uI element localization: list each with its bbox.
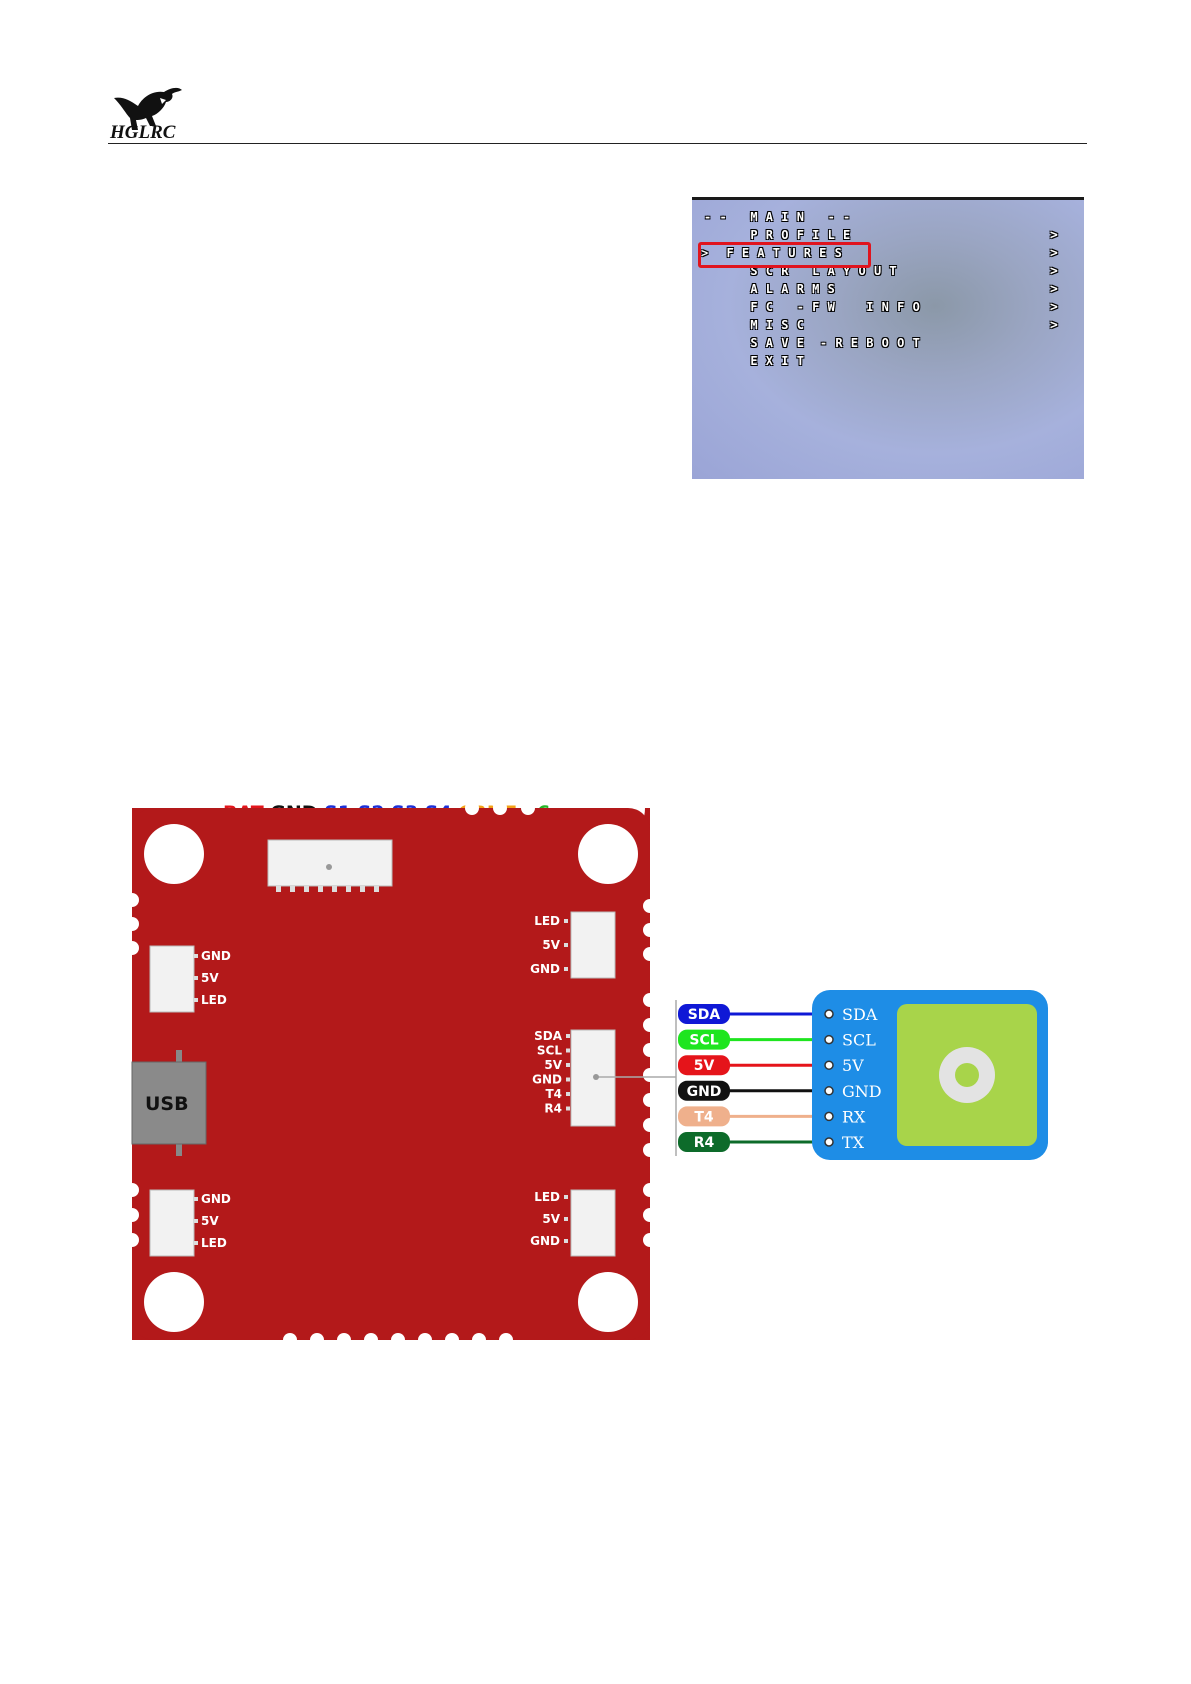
submenu-arrow-icon: >: [1050, 318, 1058, 333]
pad-label: 5V: [542, 938, 560, 952]
gps-pin-dot: [824, 1137, 834, 1147]
mounting-hole: [578, 824, 638, 884]
pad-label: R4: [544, 1102, 562, 1116]
osd-line-profile: P R O F I L E: [704, 228, 851, 242]
header-rule: [108, 143, 1087, 144]
wire-tag: [678, 1080, 730, 1101]
gps-pin-dot: [824, 1086, 834, 1096]
led-connector-bottom-left: [149, 1189, 195, 1257]
gps-pin-dot: [824, 1111, 834, 1122]
osd-line-save-reboot: S A V E - R E B O O T: [704, 336, 921, 350]
pad-label: 5V: [544, 1058, 562, 1072]
pad-label: GND: [530, 962, 560, 976]
led-connector-top-right: [570, 911, 616, 979]
osd-line-exit: E X I T: [704, 354, 805, 368]
pad-label: GND: [530, 1234, 560, 1248]
usb-port: [131, 1061, 207, 1145]
pad-label: LED: [201, 993, 227, 1007]
pad-label: SCL: [537, 1044, 562, 1058]
gps-pin-label: SCL: [842, 1031, 876, 1050]
submenu-arrow-icon: >: [1050, 246, 1058, 261]
pad-label: GND: [532, 1073, 562, 1087]
wire-tag-label: R4: [694, 1135, 715, 1151]
osd-menu-screenshot: - - M A I N - - P R O F I L E > F E A T …: [692, 197, 1084, 479]
wire-tag-label: SDA: [688, 1007, 721, 1023]
pad-label: LED: [534, 914, 560, 928]
features-highlight-box: [698, 242, 871, 268]
gps-uart-connector: [570, 1029, 616, 1127]
wire-tag: [678, 1004, 730, 1024]
wire-tag: [678, 1055, 730, 1076]
gps-pin-dot: [824, 1034, 834, 1045]
gps-pin-dot: [824, 1009, 834, 1019]
wire-tag: [678, 1029, 730, 1050]
submenu-arrow-icon: >: [1050, 300, 1058, 315]
gps-pin-label: RX: [842, 1107, 866, 1126]
wire-tag: [678, 1106, 730, 1127]
esc-connector: [267, 839, 393, 887]
pad-label: T4: [545, 1087, 562, 1101]
submenu-arrow-icon: >: [1050, 228, 1058, 243]
wire-tag-label: T4: [694, 1109, 714, 1125]
osd-line-main: - - M A I N - -: [704, 210, 851, 224]
flight-controller-board: USB LED5VGNDGND5VLEDGND5VLEDLED5VGNDSDAS…: [125, 801, 657, 1347]
wire-tag-label: 5V: [694, 1058, 715, 1074]
gps-pin-dot: [824, 1060, 834, 1070]
osd-line-misc: M I S C: [704, 318, 805, 332]
pad-label: 5V: [542, 1212, 560, 1226]
led-connector-top-left: [149, 945, 195, 1013]
gps-pin-label: SDA: [842, 1005, 878, 1024]
pad-label: GND: [201, 1192, 231, 1206]
usb-label: USB: [145, 1093, 189, 1115]
wire-tag-label: GND: [687, 1084, 722, 1100]
logo-text: HGLRC: [110, 122, 176, 143]
osd-line-features: F E A T U R E S: [711, 246, 843, 260]
mounting-hole: [144, 824, 204, 884]
wire-tag: [678, 1132, 730, 1152]
osd-line-fc-fw-info: F C - F W I N F O: [704, 300, 921, 314]
pad-label: 5V: [201, 1214, 219, 1228]
mounting-hole: [578, 1272, 638, 1332]
osd-line-alarms: A L A R M S: [704, 282, 836, 296]
pad-label: LED: [534, 1190, 560, 1204]
pad-label: LED: [201, 1236, 227, 1250]
pad-label: GND: [201, 949, 231, 963]
gps-pin-label: 5V: [842, 1056, 864, 1075]
wire-tag-label: SCL: [689, 1033, 718, 1049]
gps-module: SDA SCL 5V GND RX TX: [812, 990, 1048, 1160]
osd-cursor: >: [701, 246, 709, 260]
submenu-arrow-icon: >: [1050, 282, 1058, 297]
hglrc-dinosaur-logo: [114, 87, 182, 130]
osd-line-scr-layout: S C R L A Y O U T: [704, 264, 898, 278]
pad-label: SDA: [534, 1029, 563, 1043]
pad-label: 5V: [201, 971, 219, 985]
gps-pin-label: TX: [842, 1133, 865, 1152]
led-connector-bottom-right: [570, 1189, 616, 1257]
mounting-hole: [144, 1272, 204, 1332]
submenu-arrow-icon: >: [1050, 264, 1058, 279]
gps-pin-label: GND: [842, 1082, 882, 1101]
